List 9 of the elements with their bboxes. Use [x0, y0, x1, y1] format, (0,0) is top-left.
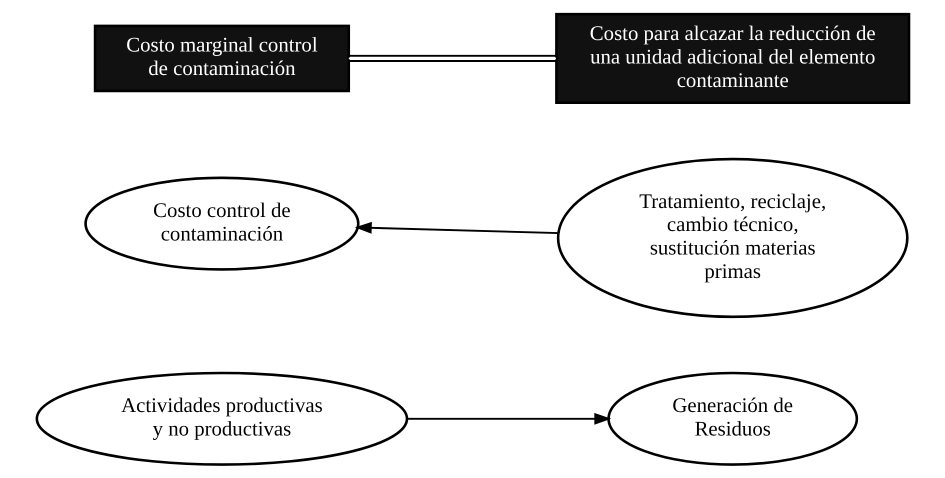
node-ellipse: Generación de Residuos — [606, 371, 858, 466]
connector — [348, 54, 556, 62]
arrow — [354, 221, 558, 234]
node-box: Costo marginal control de contaminación — [93, 24, 350, 92]
node-ellipse: Tratamiento, reciclaje, cambio técnico, sustitución materias primas — [556, 157, 908, 318]
node-ellipse: Costo control de contaminación — [84, 176, 360, 270]
arrow — [406, 412, 611, 424]
node-box: Costo para alcazar la reducción de una unidad adicional del elemento contaminante — [554, 12, 910, 104]
node-ellipse: Actividades productivas y no productivas — [35, 371, 408, 466]
